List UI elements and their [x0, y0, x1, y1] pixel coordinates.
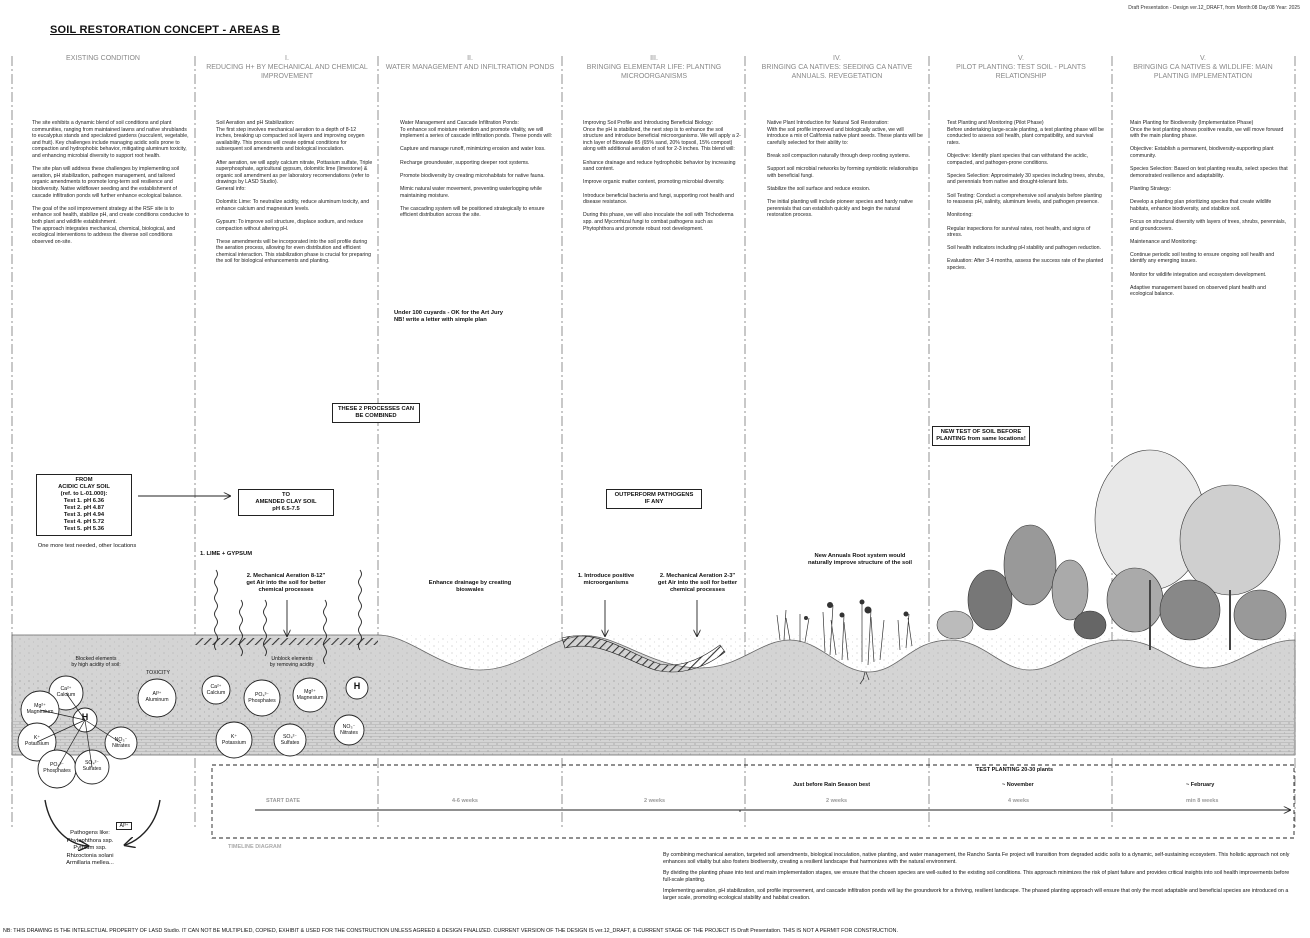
phosphates-element: PO₄³⁻ Phosphates — [43, 762, 71, 774]
test-shrubs — [936, 524, 1107, 640]
timeline-start: START DATE — [266, 798, 301, 804]
column-header-stage-2: II.WATER MANAGEMENT AND INFILTRATION PON… — [385, 55, 555, 71]
column-header-stage-5: V.PILOT PLANTING: TEST SOIL - PLANTS REL… — [956, 55, 1086, 80]
copyright-footer: NB: THIS DRAWING IS THE INTELECTUAL PROP… — [3, 928, 898, 934]
column-text-stage-1: Soil Aeration and pH Stabilization: The … — [216, 120, 373, 265]
amended-soil-target: TO AMENDED CLAY SOIL pH 6.5-7.5 — [238, 489, 334, 516]
column-header-stage-3: III.BRINGING ELEMENTAR LIFE: PLANTING MI… — [586, 55, 722, 80]
aluminum-small-box: Al³⁺ — [116, 822, 132, 830]
timeline-stage-5: 4 weeks — [1008, 798, 1030, 804]
summary-text: By combining mechanical aeration, target… — [663, 852, 1295, 907]
column-text-existing: The site exhibits a dynamic blend of soi… — [32, 120, 190, 245]
summary-paragraph: By combining mechanical aeration, target… — [663, 852, 1290, 865]
column-header-stage-4: IV.BRINGING CA NATIVES: SEEDING CA NATIV… — [761, 55, 913, 80]
magnesium-element-stage-1: Mg²⁺ Magnesium — [296, 689, 324, 701]
column-text-stage-6: Main Planting for Biodiversity (Implemen… — [1130, 120, 1288, 298]
aeration-2-3-label: 2. Mechanical Aeration 2-3" get Air into… — [657, 573, 738, 593]
main-planting-trees — [1094, 449, 1287, 650]
flower-heads — [804, 599, 909, 620]
timeline-stage-3: 2 weeks — [644, 798, 666, 804]
column-header-stage-6: V.BRINGING CA NATIVES & WILDLIFE: MAIN P… — [1133, 55, 1273, 80]
nitrates-element: NO₃⁻ Nitrates — [112, 737, 130, 749]
potassium-element: K⁺ Potassium — [24, 735, 50, 747]
column-text-stage-3: Improving Soil Profile and Introducing B… — [583, 120, 741, 232]
root-system-label: New Annuals Root system would naturally … — [807, 553, 913, 566]
november-label: ~ November — [1002, 782, 1034, 788]
potassium-element-stage-1: K⁺ Potassium — [221, 734, 247, 746]
magnesium-element: Mg²⁺ Magnesium — [26, 703, 54, 715]
hydrogen-ion: H — [81, 712, 89, 722]
nitrates-element-stage-1: NO₃⁻ Nitrates — [340, 724, 358, 736]
column-header-stage-1: I.REDUCING H+ BY MECHANICAL AND CHEMICAL… — [206, 55, 368, 80]
calcium-element: Ca²⁺ Calcium — [56, 686, 76, 698]
sulfates-element-stage-1: SO₄²⁻ Sulfates — [280, 734, 300, 746]
timeline-stage-4: 2 weeks — [826, 798, 848, 804]
column-text-stage-4: Native Plant Introduction for Natural So… — [767, 120, 923, 219]
amendment-layer-2 — [561, 635, 726, 673]
pathogens-list: Pathogens like: Phytophthora ssp. Pythiu… — [66, 830, 114, 867]
test-planting-label: TEST PLANTING 20-30 plants — [976, 767, 1054, 773]
timeline-diagram-label: TIMELINE DIAGRAM — [228, 844, 282, 850]
combined-note: THESE 2 PROCESSES CAN BE COMBINED — [332, 403, 420, 423]
draft-note: Draft Presentation - Design ver.12_DRAFT… — [1128, 5, 1300, 11]
column-text-stage-5: Test Planting and Monitoring (Pilot Phas… — [947, 120, 1105, 272]
unblock-elements-label: Unblock elements by removing acidity — [269, 656, 315, 668]
february-label: ~ February — [1186, 782, 1215, 788]
timeline-stage-6: min 8 weeks — [1186, 798, 1219, 804]
hydrogen-ion-stage-1: H — [353, 681, 361, 691]
aluminum-element: Al³⁺ Aluminum — [145, 691, 169, 703]
microorganisms-label: 1. Introduce positive microorganisms — [577, 573, 635, 586]
sulfates-element: SO₄²⁻ Sulfates — [82, 760, 102, 772]
page-title: SOIL RESTORATION CONCEPT - AREAS B — [50, 24, 281, 36]
element-circles — [17, 675, 369, 789]
toxicity-label: TOXICITY — [146, 670, 170, 676]
phosphates-element-stage-1: PO₄³⁻ Phosphates — [248, 692, 276, 704]
column-text-stage-2: Water Management and Cascade Infiltratio… — [400, 120, 553, 219]
amendment-layer-1 — [195, 638, 378, 645]
column-header-existing: EXISTING CONDITION — [66, 55, 140, 62]
summary-paragraph: By dividing the planting phase into test… — [663, 870, 1290, 883]
native-annuals — [776, 602, 913, 685]
summary-paragraph: Implementing aeration, pH stabilization,… — [663, 888, 1289, 901]
bioswale-label: Enhance drainage by creating bioswales — [428, 580, 512, 593]
acidic-soil-tests: FROM ACIDIC CLAY SOIL (ref. to L-01.000)… — [36, 474, 132, 536]
one-more-test-note: One more test needed, other locations — [37, 543, 137, 549]
aeration-8-12-label: 2. Mechanical Aeration 8-12" get Air int… — [246, 573, 326, 593]
rain-season-label: Just before Rain Season best — [793, 782, 871, 788]
timeline-stage-2: 4-6 weeks — [452, 798, 478, 804]
new-test-note: NEW TEST OF SOIL BEFORE PLANTING from sa… — [932, 426, 1030, 446]
art-jury-note: Under 100 cuyards - OK for the Art Jury … — [394, 310, 503, 323]
outperform-pathogens-note: OUTPERFORM PATHOGENS IF ANY — [606, 489, 702, 509]
blocked-elements-label: Blocked elements by high acidity of soil… — [71, 656, 121, 668]
lime-gypsum-label: 1. LIME + GYPSUM — [200, 551, 253, 557]
timeline-box — [211, 764, 1295, 839]
calcium-element-stage-1: Ca²⁺ Calcium — [206, 684, 226, 696]
